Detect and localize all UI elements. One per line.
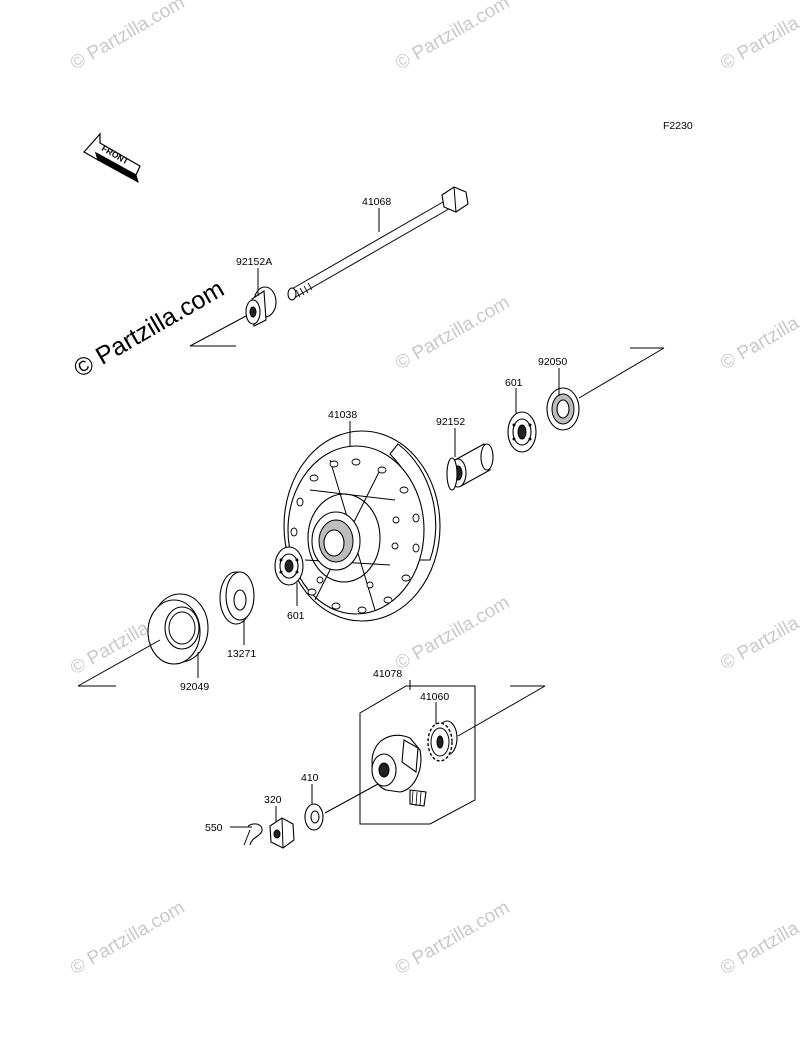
nut-320[interactable]	[269, 817, 295, 849]
part-label[interactable]: 601	[505, 377, 523, 389]
part-label[interactable]: 92050	[538, 356, 567, 368]
washer-410[interactable]	[304, 803, 324, 831]
part-labels: 41068 92152A 92050 601 92152 41038 601 1…	[180, 196, 567, 834]
part-label[interactable]: 92049	[180, 681, 209, 693]
watermark: © Partzilla.com	[392, 897, 513, 979]
part-label[interactable]: 41060	[420, 691, 449, 703]
part-label[interactable]: 550	[205, 822, 223, 834]
watermark: © Partzilla.com	[392, 292, 513, 374]
gearbox-housing[interactable]	[371, 734, 427, 807]
gear-41060[interactable]	[427, 720, 458, 762]
diagram-code: F2230	[663, 120, 693, 132]
seal-92050[interactable]	[546, 387, 580, 431]
part-label[interactable]: 601	[287, 610, 305, 622]
bearing-601a[interactable]	[507, 411, 537, 453]
wheel-hub-41038[interactable]	[283, 430, 441, 622]
front-arrow-icon: FRONT	[83, 132, 141, 184]
watermark: © Partzilla.com	[392, 592, 513, 674]
watermark: © Partzilla.com	[67, 897, 188, 979]
cotter-pin-550[interactable]	[243, 823, 263, 846]
plate-13271[interactable]	[219, 571, 255, 625]
part-label[interactable]: 320	[264, 794, 282, 806]
assembly-bracket-41078	[359, 685, 476, 825]
part-label[interactable]: 41078	[373, 668, 402, 680]
copyright-main: © Partzilla.com	[69, 275, 229, 383]
part-label[interactable]: 410	[301, 772, 319, 784]
part-label[interactable]: 13271	[227, 648, 256, 660]
bearing-601b[interactable]	[274, 546, 304, 586]
watermark: © Partzilla.com	[717, 292, 800, 374]
axle-41068[interactable]	[287, 186, 469, 301]
watermark: © Partzilla.com	[717, 0, 800, 74]
watermark: © Partzilla.com	[717, 592, 800, 674]
collar-92152[interactable]	[446, 443, 494, 491]
part-label[interactable]: 41068	[362, 196, 391, 208]
part-label[interactable]: 92152A	[236, 256, 272, 268]
spacer-92152a[interactable]	[245, 286, 277, 327]
watermark: © Partzilla.com	[717, 897, 800, 979]
part-label[interactable]: 92152	[436, 416, 465, 428]
leader-lines	[197, 208, 560, 828]
watermark: © Partzilla.com	[392, 0, 513, 74]
part-label[interactable]: 41038	[328, 409, 357, 421]
watermark: © Partzilla.com	[67, 0, 188, 74]
seal-92049[interactable]	[147, 593, 209, 665]
